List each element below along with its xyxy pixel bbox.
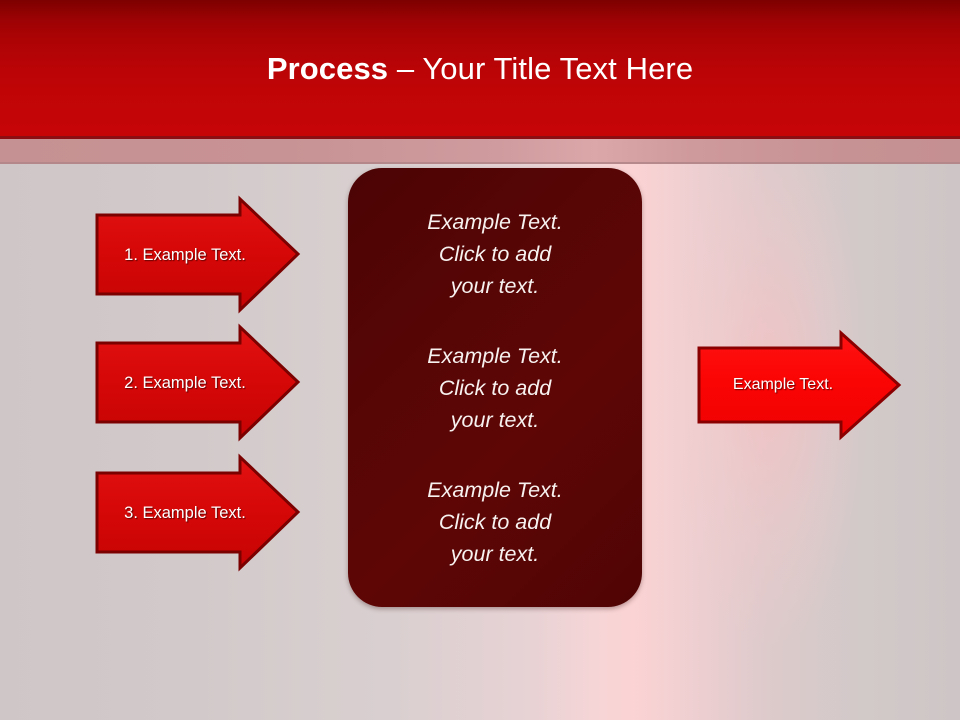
slide-header-band <box>0 0 960 138</box>
header-accent-edge <box>0 162 960 164</box>
process-step-arrow-2[interactable]: 2. Example Text. <box>95 323 301 442</box>
page-title: Process – Your Title Text Here <box>0 49 960 89</box>
process-step-arrow-1[interactable]: 1. Example Text. <box>95 195 301 314</box>
right-arrow-icon <box>95 195 301 314</box>
center-panel-text-block-1: Example Text. Click to add your text. <box>427 210 563 298</box>
header-divider-rule <box>0 136 960 139</box>
outcome-arrow[interactable]: Example Text. <box>697 329 902 441</box>
background-glow <box>640 163 900 720</box>
page-title-bold: Process <box>266 51 389 86</box>
header-accent-band <box>0 139 960 164</box>
center-content-panel[interactable]: Example Text. Click to add your text. Ex… <box>348 168 642 607</box>
right-arrow-icon <box>95 323 301 442</box>
right-arrow-icon <box>697 329 902 441</box>
page-title-rest: – Your Title Text Here <box>388 51 694 86</box>
right-arrow-icon <box>95 453 301 572</box>
center-panel-text-block-2: Example Text. Click to add your text. <box>427 344 563 432</box>
process-step-arrow-3[interactable]: 3. Example Text. <box>95 453 301 572</box>
center-panel-text-block-3: Example Text. Click to add your text. <box>427 478 563 566</box>
